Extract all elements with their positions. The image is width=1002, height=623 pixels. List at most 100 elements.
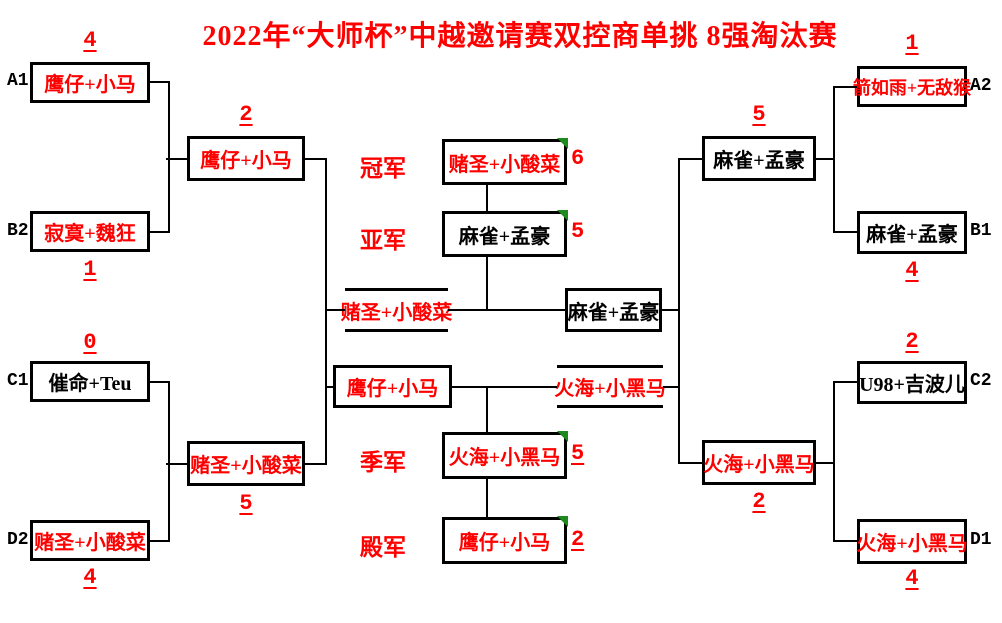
connector-line: [833, 381, 835, 542]
team-name: 火海+小黑马: [856, 533, 968, 555]
sf-box-right-top: 麻雀+孟豪: [702, 136, 816, 181]
score-runnerup: 5: [571, 219, 585, 244]
rank-label-third: 季军: [360, 450, 406, 475]
score-sf-left-top: 2: [239, 102, 253, 127]
team-name: 麻雀+孟豪: [866, 224, 958, 246]
connector-line: [303, 463, 327, 465]
qf-box-d2: 赌圣+小酸菜: [30, 520, 150, 561]
qf-box-d1: 火海+小黑马: [856, 519, 968, 564]
connector-line: [486, 386, 488, 434]
connector-line: [678, 158, 702, 160]
team-name: 火海+小黑马: [703, 454, 815, 476]
connector-line: [148, 540, 170, 542]
connector-line: [678, 462, 702, 464]
score-d2: 4: [83, 565, 97, 590]
champion-box: 赌圣+小酸菜: [442, 138, 568, 185]
qf-box-a1: 鹰仔+小马: [30, 62, 150, 103]
score-fourth: 2: [571, 527, 585, 552]
connector-line: [325, 158, 327, 465]
qf-box-c1: 催命+Teu: [30, 361, 150, 402]
team-name: 鹰仔+小马: [458, 532, 551, 554]
score-a2: 1: [905, 31, 919, 56]
comment-marker-icon: [557, 210, 568, 221]
score-sf-right-bottom: 2: [752, 489, 766, 514]
connector-line: [148, 381, 170, 383]
seed-label-c2: C2: [970, 371, 992, 391]
qf-box-b1: 麻雀+孟豪: [857, 211, 967, 254]
comment-marker-icon: [557, 431, 568, 442]
score-d1: 4: [905, 566, 919, 591]
qf-box-a2: 箭如雨+无敌猴: [853, 66, 971, 107]
connector-line: [168, 381, 170, 542]
sf-box-left-bottom: 赌圣+小酸菜: [187, 441, 305, 486]
score-a1: 4: [83, 28, 97, 53]
third-place-right-slot: 火海+小黑马: [554, 365, 666, 408]
team-name: 赌圣+小酸菜: [340, 301, 453, 324]
third-box: 火海+小黑马: [442, 431, 568, 479]
connector-line: [662, 309, 680, 311]
connector-line: [452, 386, 557, 388]
team-name: 赌圣+小酸菜: [190, 455, 302, 477]
connector-line: [325, 386, 333, 388]
rank-label-fourth: 殿军: [360, 535, 406, 560]
connector-line: [166, 158, 187, 160]
connector-line: [816, 462, 835, 464]
team-name: 箭如雨+无敌猴: [852, 77, 972, 98]
connector-line: [833, 381, 857, 383]
team-name: 麻雀+孟豪: [713, 150, 805, 172]
connector-line: [448, 309, 565, 311]
team-name: U98+吉波儿: [859, 374, 965, 396]
connector-line: [325, 309, 345, 311]
team-name: 麻雀+孟豪: [458, 225, 551, 248]
team-name: 寂寞+魏狂: [44, 223, 136, 245]
team-name: 催命+Teu: [48, 373, 132, 395]
team-name: 麻雀+孟豪: [567, 301, 660, 324]
comment-marker-icon: [557, 138, 568, 149]
fourth-box: 鹰仔+小马: [442, 516, 568, 564]
connector-line: [833, 231, 857, 233]
connector-line: [833, 86, 857, 88]
connector-line: [833, 540, 857, 542]
connector-line: [486, 255, 488, 311]
seed-label-c1: C1: [7, 371, 29, 391]
score-sf-right-top: 5: [752, 102, 766, 127]
connector-line: [663, 386, 680, 388]
connector-line: [816, 158, 835, 160]
connector-line: [486, 183, 488, 213]
connector-line: [303, 158, 327, 160]
team-name: 鹰仔+小马: [200, 150, 292, 172]
connector-line: [833, 86, 835, 233]
rank-label-champion: 冠军: [360, 156, 406, 181]
connector-line: [678, 158, 680, 464]
team-name: 鹰仔+小马: [346, 378, 439, 400]
score-third: 5: [571, 441, 585, 466]
team-name: 鹰仔+小马: [44, 74, 136, 96]
team-name: 火海+小黑马: [448, 447, 561, 469]
qf-box-b2: 寂寞+魏狂: [30, 211, 150, 252]
seed-label-d1: D1: [970, 530, 992, 550]
team-name: 赌圣+小酸菜: [34, 532, 146, 554]
connector-line: [166, 463, 187, 465]
connector-line: [486, 477, 488, 519]
seed-label-b2: B2: [7, 221, 29, 241]
seed-label-b1: B1: [970, 221, 992, 241]
connector-line: [148, 231, 170, 233]
team-name: 赌圣+小酸菜: [448, 153, 561, 176]
score-champion: 6: [571, 146, 585, 171]
finalist-right-box: 麻雀+孟豪: [565, 288, 662, 332]
sf-box-left-top: 鹰仔+小马: [187, 136, 305, 181]
score-b2: 1: [83, 257, 97, 282]
connector-line: [148, 81, 170, 83]
seed-label-a1: A1: [7, 71, 29, 91]
seed-label-d2: D2: [7, 530, 29, 550]
bracket-title: 2022年“大师杯”中越邀请赛双控商单挑 8强淘汰赛: [202, 21, 838, 52]
sf-box-right-bottom: 火海+小黑马: [702, 440, 816, 485]
score-sf-left-bottom: 5: [239, 491, 253, 516]
runnerup-box: 麻雀+孟豪: [442, 210, 568, 257]
score-b1: 4: [905, 258, 919, 283]
qf-box-c2: U98+吉波儿: [857, 361, 967, 404]
finalist-left-slot: 赌圣+小酸菜: [341, 288, 452, 332]
third-place-left-box: 鹰仔+小马: [333, 365, 452, 408]
team-name: 火海+小黑马: [554, 378, 666, 400]
